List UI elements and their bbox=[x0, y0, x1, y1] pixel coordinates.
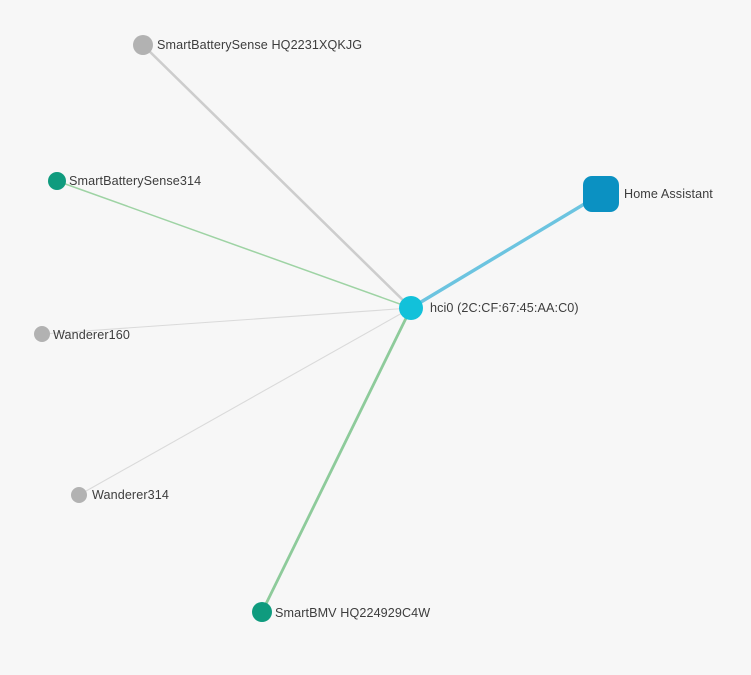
node-label-smartbatterysense-hq2231xqkjg: SmartBatterySense HQ2231XQKJG bbox=[157, 38, 363, 52]
graph-edge[interactable] bbox=[78, 307, 412, 496]
graph-edge[interactable] bbox=[260, 306, 413, 614]
node-shape-smartbmv-hq224929c4w[interactable] bbox=[252, 602, 272, 622]
node-label-smartbatterysense314: SmartBatterySense314 bbox=[69, 174, 202, 188]
node-label-wanderer160: Wanderer160 bbox=[53, 328, 130, 342]
node-shape-smartbatterysense-hq2231xqkjg[interactable] bbox=[133, 35, 153, 55]
node-shape-hci0[interactable] bbox=[399, 296, 423, 320]
node-label-home-assistant: Home Assistant bbox=[624, 187, 713, 201]
node-label-hci0: hci0 (2C:CF:67:45:AA:C0) bbox=[430, 301, 579, 315]
graph-edge[interactable] bbox=[409, 192, 603, 310]
graph-edge[interactable] bbox=[56, 180, 412, 309]
node-shape-home-assistant[interactable] bbox=[583, 176, 619, 212]
node-label-wanderer314: Wanderer314 bbox=[92, 488, 169, 502]
graph-edge[interactable] bbox=[41, 307, 412, 335]
node-shape-smartbatterysense314[interactable] bbox=[48, 172, 66, 190]
node-shape-wanderer160[interactable] bbox=[34, 326, 50, 342]
node-label-smartbmv-hq224929c4w: SmartBMV HQ224929C4W bbox=[275, 606, 431, 620]
graph-edge[interactable] bbox=[141, 43, 413, 310]
node-shape-wanderer314[interactable] bbox=[71, 487, 87, 503]
